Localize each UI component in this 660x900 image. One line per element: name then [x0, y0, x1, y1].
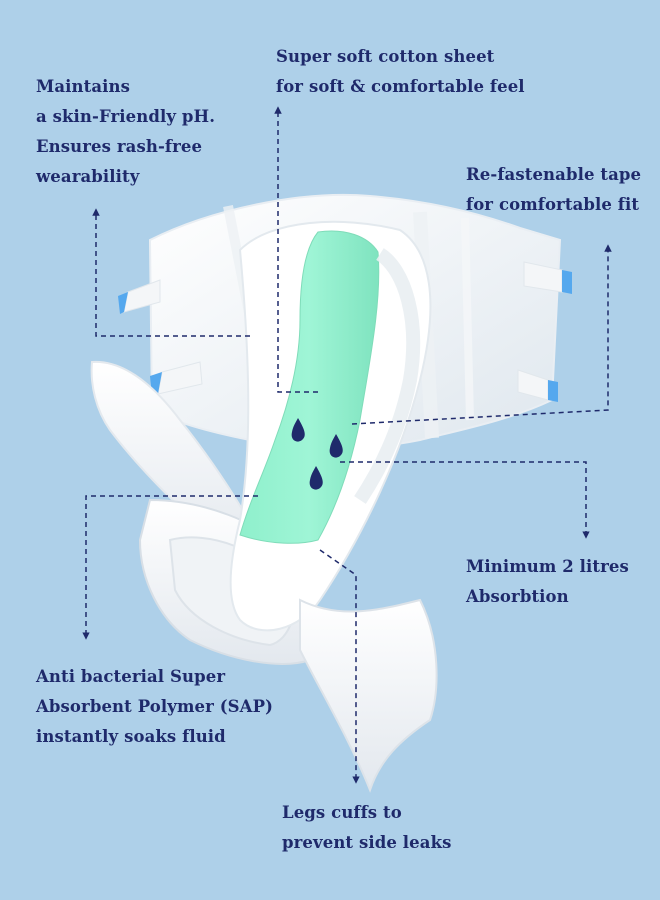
callout-line: Anti bacterial Super — [36, 667, 226, 686]
water-drop-icon — [309, 466, 323, 490]
callout-leg-cuffs: Legs cuffs to prevent side leaks — [282, 798, 452, 858]
callout-absorption: Minimum 2 litres Absorbtion — [466, 552, 629, 612]
callout-arrow-ph — [92, 208, 250, 337]
callout-line: Absorbent Polymer (SAP) — [36, 697, 273, 716]
tape-tab-right-lower — [517, 369, 558, 402]
callout-tape: Re-fastenable tape for comfortable fit — [466, 160, 641, 220]
callout-line: for comfortable fit — [466, 195, 640, 214]
callout-line: for soft & comfortable feel — [276, 77, 525, 96]
callout-line: Legs cuffs to — [282, 803, 402, 822]
callout-skin-ph: Maintains a skin-Friendly pH. Ensures ra… — [36, 72, 215, 192]
callout-line: Re-fastenable tape — [466, 165, 642, 184]
callout-line: Ensures rash-free — [36, 137, 203, 156]
callout-line: wearability — [36, 167, 140, 186]
callout-arrow-cotton — [274, 106, 318, 393]
water-drop-icon — [329, 434, 343, 458]
callout-line: instantly soaks fluid — [36, 727, 226, 746]
callout-line: Super soft cotton sheet — [276, 47, 495, 66]
callout-line: Minimum 2 litres — [466, 557, 629, 576]
callout-arrow-absorption — [340, 461, 590, 539]
callout-line: prevent side leaks — [282, 833, 452, 852]
callout-line: Absorbtion — [466, 587, 569, 606]
callout-cotton-sheet: Super soft cotton sheet for soft & comfo… — [276, 42, 525, 102]
callout-sap: Anti bacterial Super Absorbent Polymer (… — [36, 662, 273, 752]
callout-line: Maintains — [36, 77, 130, 96]
absorbent-core — [239, 230, 380, 544]
tape-tab-left-upper — [118, 279, 161, 314]
callout-arrow-leg-cuffs — [319, 549, 360, 784]
callout-arrow-tape — [351, 244, 612, 425]
callout-line: a skin-Friendly pH. — [36, 107, 216, 126]
water-drop-icon — [291, 418, 305, 442]
tape-tab-right-upper — [523, 261, 572, 294]
callout-arrow-sap — [82, 495, 258, 640]
